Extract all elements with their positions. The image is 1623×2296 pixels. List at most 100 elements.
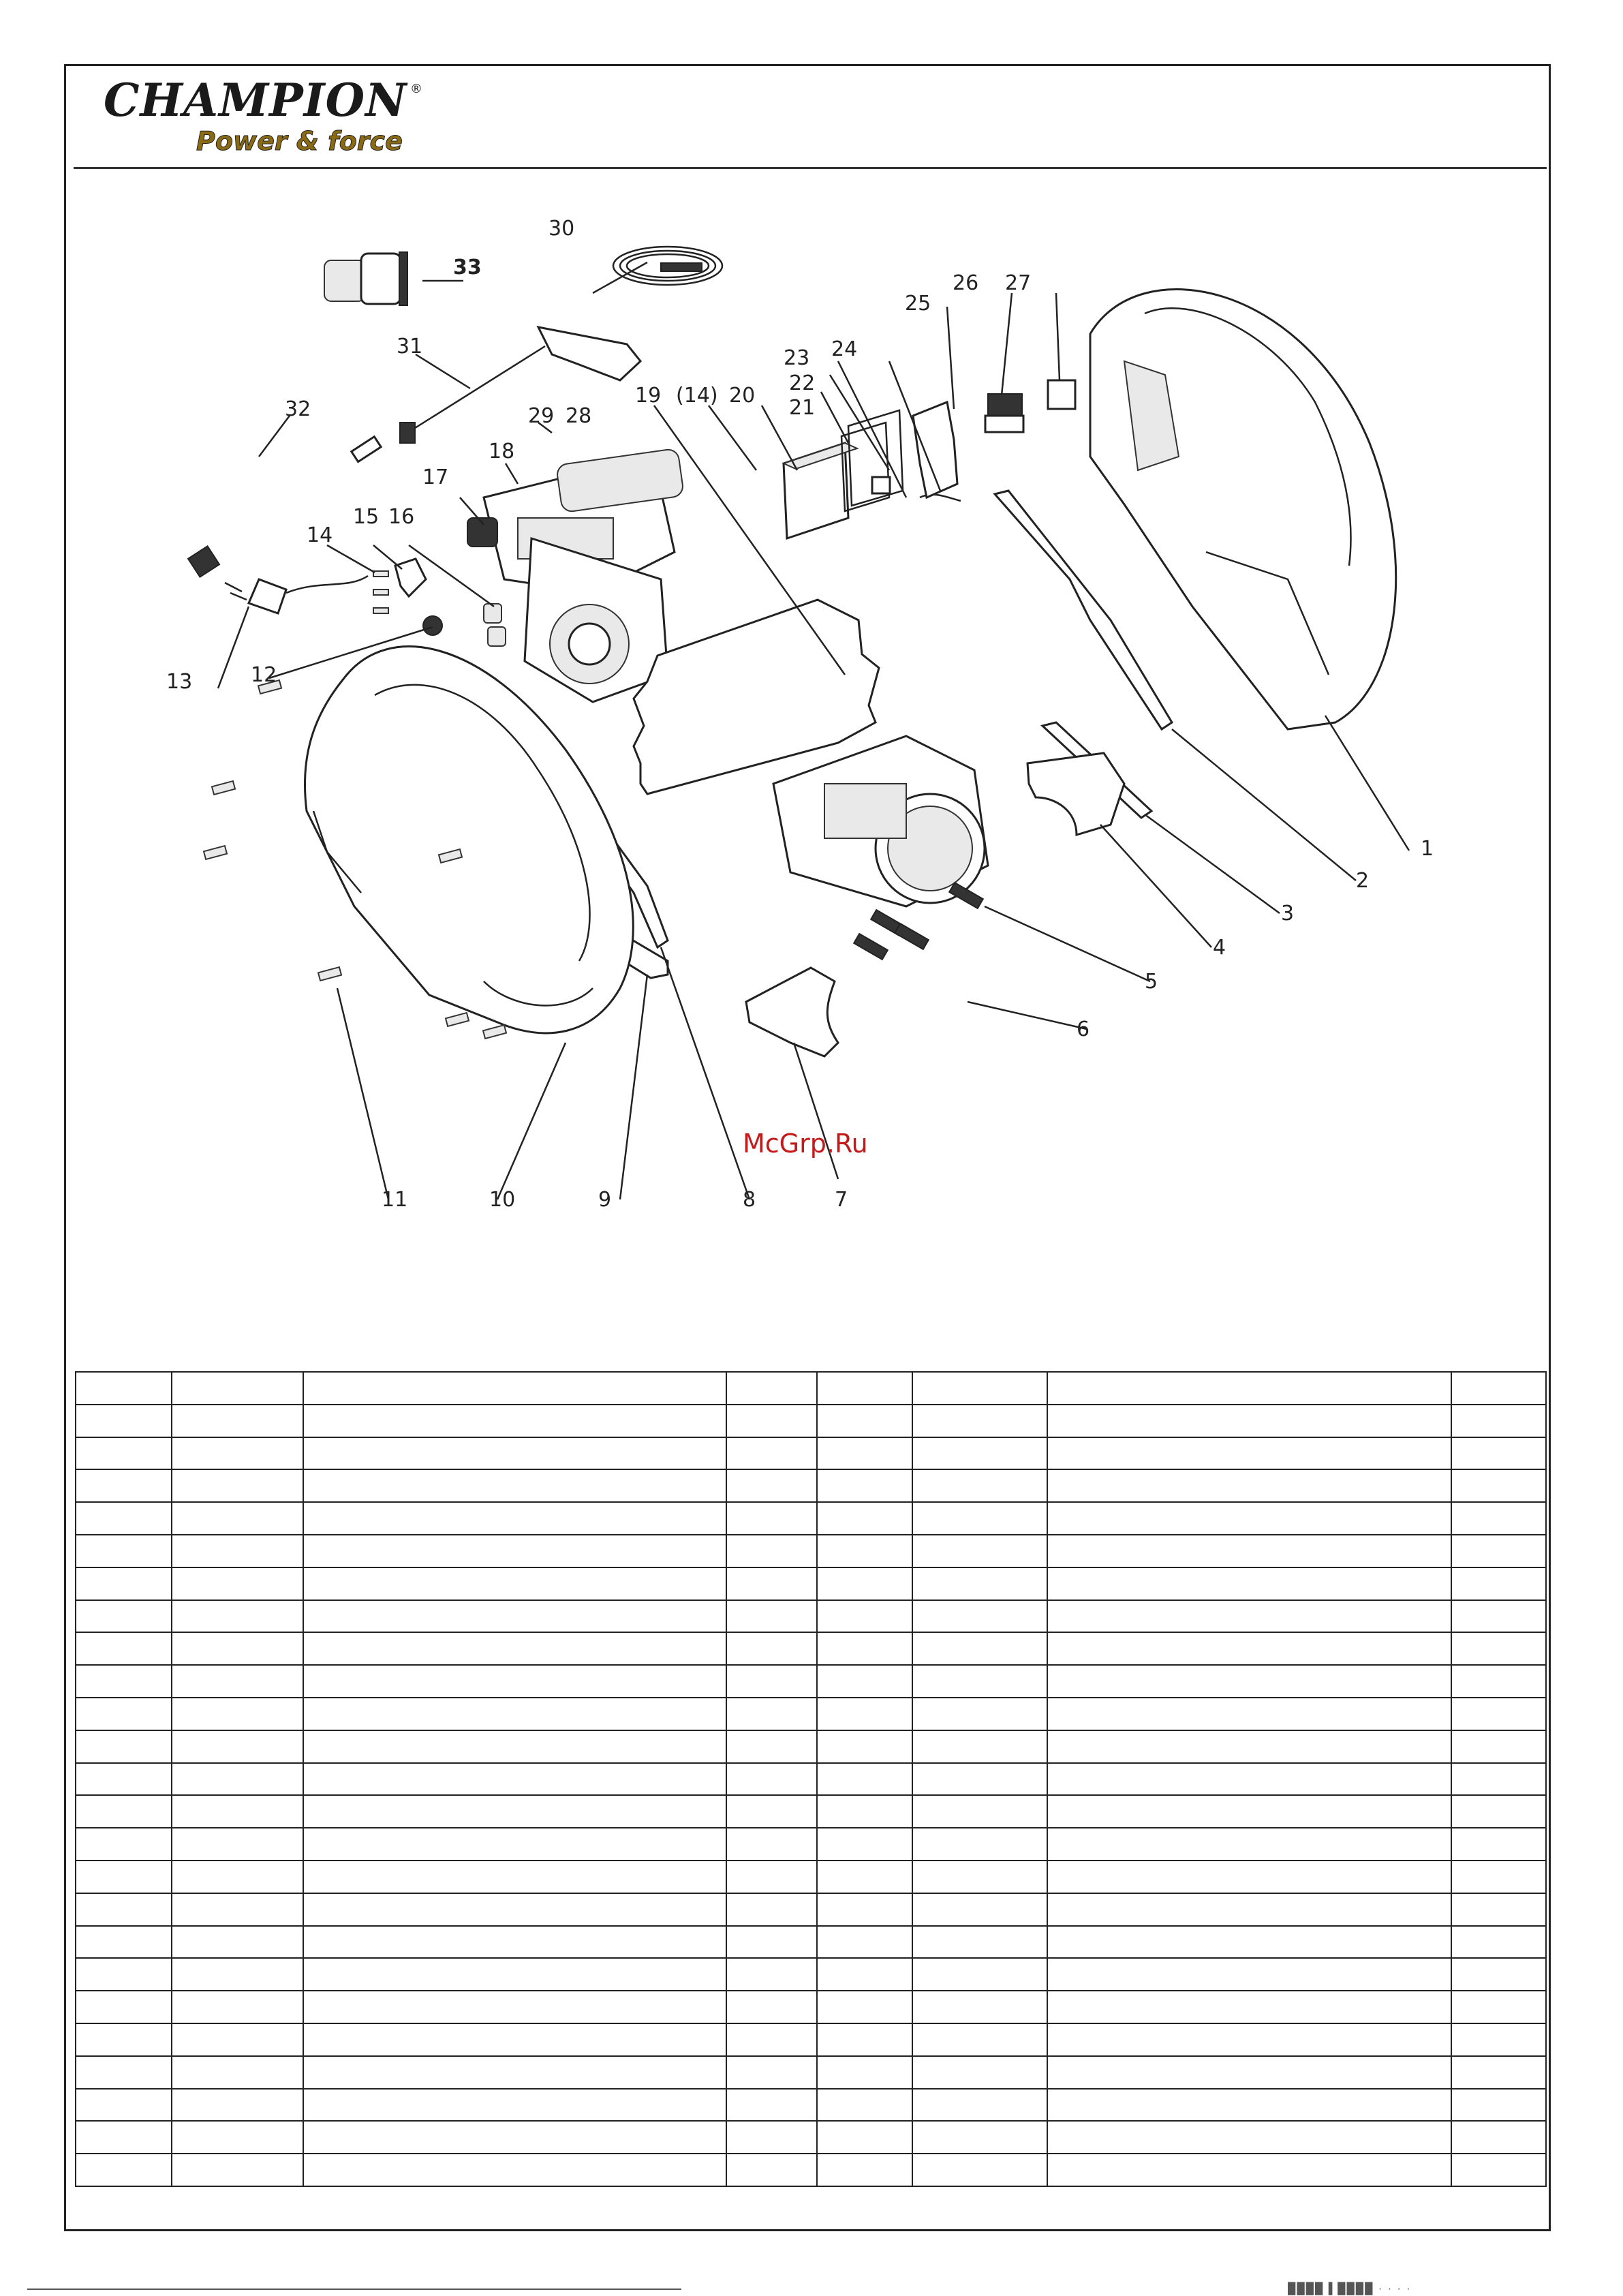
table-cell	[1047, 1859, 1452, 1894]
table-cell	[816, 1501, 913, 1535]
table-cell	[726, 1501, 818, 1535]
table-row	[75, 1762, 1547, 1796]
table-cell	[726, 2022, 818, 2057]
table-cell	[303, 1664, 727, 1698]
table-cell	[1451, 1925, 1547, 1959]
table-cell	[1047, 2022, 1452, 2057]
table-cell	[75, 2087, 172, 2122]
table-row	[75, 2022, 1547, 2057]
table-cell	[303, 1403, 727, 1438]
table-cell	[1047, 1762, 1452, 1796]
table-cell	[1451, 1990, 1547, 2024]
table-cell	[912, 1794, 1048, 1829]
page-frame	[64, 64, 1551, 2231]
part-18-pump	[482, 448, 683, 703]
table-cell	[303, 1990, 727, 2024]
callout-9: 9	[598, 1188, 611, 1212]
table-cell	[1047, 1696, 1452, 1731]
table-cell	[75, 2120, 172, 2155]
part-12-cap	[422, 615, 443, 636]
callout-27: 27	[1005, 271, 1031, 295]
table-cell	[726, 1599, 818, 1634]
callout-20: 20	[729, 384, 755, 408]
table-cell	[1451, 1501, 1547, 1535]
table-cell	[171, 2022, 304, 2057]
callout-7: 7	[835, 1188, 848, 1212]
table-cell	[1451, 2022, 1547, 2057]
part-2-strip	[993, 489, 1174, 731]
table-row	[75, 1533, 1547, 1568]
table-row	[75, 1566, 1547, 1601]
part-16-bushings	[483, 603, 506, 647]
table-cell	[303, 1827, 727, 1861]
table-cell	[303, 1762, 727, 1796]
table-cell	[75, 1403, 172, 1438]
table-cell	[171, 1533, 304, 1568]
table-cell	[726, 1859, 818, 1894]
table-cell	[726, 2153, 818, 2187]
table-cell	[303, 2055, 727, 2090]
callout-16: 16	[388, 505, 414, 529]
table-cell	[1451, 1729, 1547, 1764]
table-cell	[171, 1599, 304, 1634]
callout-31: 31	[397, 335, 422, 358]
table-cell	[303, 1632, 727, 1666]
table-cell	[912, 2153, 1048, 2187]
table-cell	[1047, 2055, 1452, 2090]
table-cell	[726, 1794, 818, 1829]
table-cell	[726, 1892, 818, 1927]
table-cell	[726, 1566, 818, 1601]
table-row	[75, 1371, 1547, 1405]
table-cell	[75, 1533, 172, 1568]
table-cell	[816, 1403, 913, 1438]
table-cell	[1047, 1664, 1452, 1698]
table-cell	[912, 2022, 1048, 2057]
table-cell	[171, 1827, 304, 1861]
table-cell	[816, 1696, 913, 1731]
table-cell	[171, 1892, 304, 1927]
table-cell	[1047, 2153, 1452, 2187]
table-cell	[1047, 1925, 1452, 1959]
table-cell	[816, 2153, 913, 2187]
table-cell	[1047, 1729, 1452, 1764]
table-cell	[1451, 1436, 1547, 1471]
table-cell	[816, 1533, 913, 1568]
callout-3: 3	[1281, 902, 1294, 925]
table-cell	[726, 1925, 818, 1959]
table-cell	[912, 1436, 1048, 1471]
table-row	[75, 1925, 1547, 1959]
table-cell	[816, 2055, 913, 2090]
table-cell	[75, 1599, 172, 1634]
part-27-frame	[1047, 379, 1077, 410]
table-cell	[726, 1696, 818, 1731]
table-cell	[1047, 1957, 1452, 1992]
table-cell	[303, 2022, 727, 2057]
svg-text:CHAMPION: CHAMPION	[104, 74, 408, 127]
table-cell	[171, 1957, 304, 1992]
table-cell	[1451, 1696, 1547, 1731]
table-cell	[75, 1990, 172, 2024]
table-row	[75, 1469, 1547, 1503]
table-cell	[1451, 2087, 1547, 2122]
table-cell	[171, 1794, 304, 1829]
table-cell	[912, 1632, 1048, 1666]
callout-14-ref: (14)	[676, 384, 718, 408]
table-row	[75, 1957, 1547, 1992]
svg-text:Power & force: Power & force	[196, 126, 403, 156]
table-cell	[303, 1566, 727, 1601]
table-row	[75, 1729, 1547, 1764]
table-cell	[912, 1501, 1048, 1535]
table-cell	[75, 1501, 172, 1535]
part-21-clip	[871, 476, 891, 495]
callout-10: 10	[489, 1188, 515, 1212]
part-31-spray-gun	[399, 325, 643, 444]
table-cell	[816, 1762, 913, 1796]
callout-19: 19	[635, 384, 661, 408]
table-cell	[726, 1762, 818, 1796]
callout-30: 30	[548, 217, 574, 241]
table-row	[75, 2087, 1547, 2122]
table-cell	[726, 2120, 818, 2155]
table-cell	[1047, 1403, 1452, 1438]
table-cell	[816, 1925, 913, 1959]
svg-text:®: ®	[410, 82, 422, 96]
